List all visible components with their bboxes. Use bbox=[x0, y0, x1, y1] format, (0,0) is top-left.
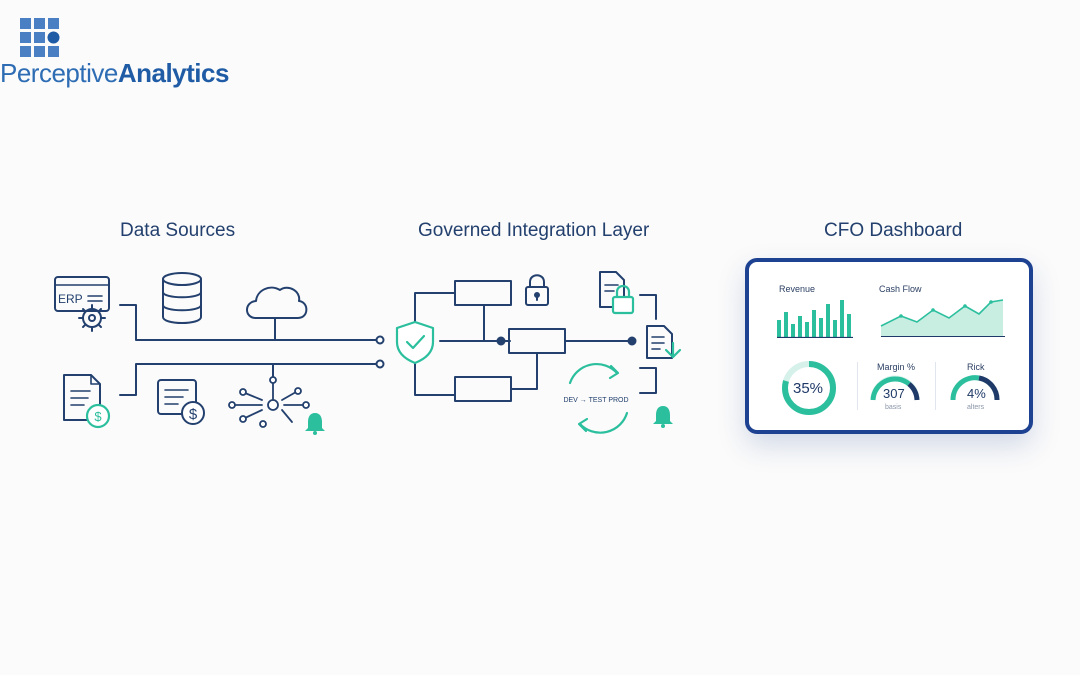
svg-text:$: $ bbox=[189, 406, 198, 423]
notification-bell-icon bbox=[653, 406, 673, 424]
cloud-icon bbox=[246, 286, 308, 319]
section-title-integration: Governed Integration Layer bbox=[418, 220, 650, 241]
receipt-document-icon bbox=[157, 379, 197, 415]
logo-text-bold: Analytics bbox=[117, 58, 230, 88]
shield-check-icon bbox=[395, 320, 435, 365]
integration-block-top bbox=[454, 280, 512, 306]
kpi-value: 35% bbox=[793, 380, 824, 397]
erp-document-icon bbox=[54, 276, 110, 312]
dollar-coin-icon bbox=[181, 401, 205, 425]
integration-block-bottom bbox=[454, 376, 512, 402]
margin-sub: basis bbox=[885, 404, 902, 411]
alert-bell-icon bbox=[305, 413, 325, 431]
database-icon bbox=[162, 272, 202, 324]
source-connector-bottom bbox=[119, 363, 381, 396]
invoice-document-icon bbox=[63, 374, 101, 421]
logo-text: PerceptiveAnalytics bbox=[0, 58, 229, 89]
erp-label: ERP bbox=[58, 292, 83, 306]
margin-value: 307 bbox=[883, 386, 905, 401]
section-title-data-sources: Data Sources bbox=[120, 220, 236, 241]
gear-icon bbox=[78, 304, 106, 332]
risk-gauge bbox=[950, 375, 1000, 401]
pipeline-label: DEV → TEST PROD bbox=[563, 397, 628, 404]
cfo-dashboard-card[interactable]: Revenue Cash Flow 35% Margin % bbox=[745, 258, 1033, 434]
download-arrow-icon bbox=[664, 341, 682, 359]
risk-sub: alters bbox=[967, 404, 985, 411]
source-connector-top bbox=[119, 304, 381, 341]
dollar-badge-icon bbox=[85, 403, 111, 429]
cashflow-label: Cash Flow bbox=[879, 284, 922, 294]
cycle-arrows-icon bbox=[568, 363, 629, 434]
padlock-icon bbox=[525, 274, 549, 306]
cashflow-line-chart bbox=[880, 299, 1005, 337]
locked-document-icon bbox=[599, 271, 625, 308]
integration-block-mid bbox=[508, 328, 566, 354]
kpi-donut-chart bbox=[782, 361, 836, 415]
dollar-badge-symbol: $ bbox=[94, 409, 102, 424]
section-title-dashboard: CFO Dashboard bbox=[824, 220, 963, 241]
risk-value: 4% bbox=[967, 386, 986, 401]
revenue-label: Revenue bbox=[779, 284, 816, 294]
logo-grid-icon bbox=[20, 18, 60, 57]
margin-gauge bbox=[870, 375, 920, 401]
network-tree-icon bbox=[228, 376, 310, 428]
document-lock-icon bbox=[611, 295, 635, 315]
logo-text-light: Perceptive bbox=[0, 58, 118, 88]
revenue-bar-chart bbox=[777, 300, 853, 338]
perceptive-analytics-logo: PerceptiveAnalytics bbox=[0, 18, 229, 88]
margin-label: Margin % bbox=[877, 362, 916, 372]
risk-label: Rick bbox=[967, 362, 985, 372]
